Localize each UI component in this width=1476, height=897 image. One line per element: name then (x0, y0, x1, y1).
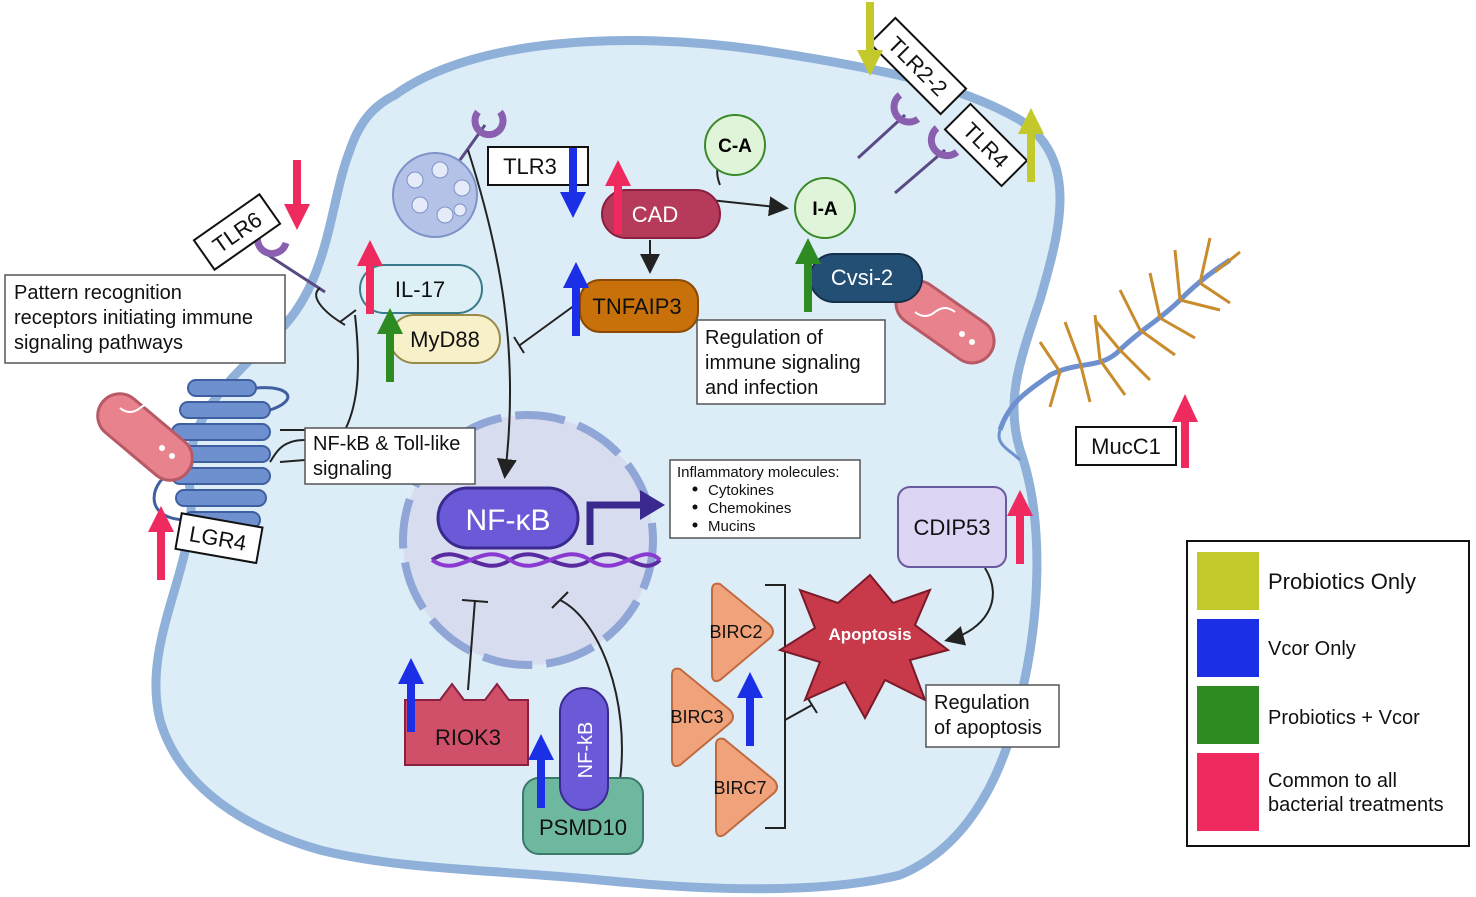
note-nfkb-toll-line2: signaling (313, 458, 392, 480)
note-reg-apop-line2: of apoptosis (934, 717, 1042, 739)
il17-label: IL-17 (395, 277, 445, 302)
expression-arrows (148, 2, 1198, 808)
note-reg-apop-line1: Regulation (934, 692, 1030, 714)
myd88-label: MyD88 (410, 327, 480, 352)
arrow-up-cad (605, 160, 631, 234)
cvsi2-label: Cvsi-2 (831, 265, 893, 290)
apoptosis-label: Apoptosis (828, 625, 911, 644)
legend-item: Common to all bacterial treatments (1197, 753, 1444, 831)
arrow-up-psmd10 (528, 734, 554, 808)
arrow-down-tlr6 (284, 160, 310, 230)
note-inflammatory-item: Cytokines (708, 482, 774, 499)
cad-label: CAD (632, 202, 678, 227)
node-il17: IL-17 (359, 264, 483, 314)
node-birc7: BIRC7 (713, 737, 778, 838)
riok3-label: RIOK3 (435, 725, 501, 750)
arrow-up-birc3 (737, 672, 763, 746)
node-nfkb: NF-κB (436, 486, 580, 550)
tlr4-receptor (894, 125, 960, 195)
nfkb-small-label: NF-kB (575, 722, 597, 779)
legend: Probiotics Only Vcor Only Probiotics + V… (1186, 540, 1470, 847)
arrow-up-cdip53 (1007, 490, 1033, 564)
legend-label: Vcor Only (1268, 638, 1356, 660)
birc2-label: BIRC2 (709, 622, 762, 642)
note-reg-immune-line3: and infection (705, 377, 818, 399)
tlr3-label: TLR3 (503, 154, 557, 179)
legend-swatch (1197, 686, 1259, 744)
birc7-label: BIRC7 (713, 778, 766, 798)
transcription-arrow-head (640, 490, 665, 520)
vesicle (392, 152, 478, 238)
note-inflammatory-title: Inflammatory molecules: (677, 464, 840, 481)
legend-item: Vcor Only (1197, 619, 1356, 677)
arrow-down-tlr3 (560, 148, 586, 218)
legend-label-line2: bacterial treatments (1268, 794, 1444, 816)
note-prr-line1: Pattern recognition (14, 282, 182, 304)
arrow-up-il17 (357, 240, 383, 314)
arrow-up-riok3 (398, 658, 424, 732)
mucc1-box: MucC1 (1075, 426, 1177, 466)
mucc1-label: MucC1 (1091, 434, 1161, 459)
note-reg-immune-line2: immune signaling (705, 352, 861, 374)
lgr4-box: LGR4 (174, 512, 264, 565)
bacterium-left (96, 392, 194, 482)
legend-swatch (1197, 552, 1259, 610)
psmd10-label: PSMD10 (539, 815, 627, 840)
legend-label: Common to all (1268, 770, 1397, 792)
note-inflammatory-item: Chemokines (708, 500, 791, 517)
legend-item: Probiotics + Vcor (1197, 686, 1420, 744)
note-regulation-immune: Regulation of immune signaling and infec… (696, 319, 886, 405)
tlr2-2-receptor (856, 92, 921, 160)
note-nfkb-toll-line1: NF-kB & Toll-like (313, 433, 460, 455)
legend-swatch (1197, 753, 1259, 831)
transcription-arrow (586, 501, 645, 545)
node-apoptosis: Apoptosis (777, 573, 951, 721)
arrow-down-tlr2-2 (857, 2, 883, 76)
cdip53-label: CDIP53 (913, 515, 990, 540)
node-riok3: RIOK3 (404, 682, 529, 766)
tlr6-box: TLR6 (192, 192, 282, 272)
connections (269, 149, 994, 829)
mucin (997, 237, 1241, 462)
note-inflammatory-item: Mucins (708, 518, 756, 535)
arrow-up-lgr4 (148, 506, 174, 580)
arrow-up-tnfaip3 (563, 262, 589, 336)
note-nfkb-toll: NF-kB & Toll-like signaling (304, 427, 476, 485)
node-ia: I-A (794, 177, 856, 239)
arrow-up-tlr4 (1018, 108, 1044, 182)
node-birc2: BIRC2 (709, 582, 774, 683)
node-ca: C-A (704, 114, 766, 176)
node-myd88: MyD88 (389, 314, 501, 364)
note-inflammatory: Inflammatory molecules: Cytokines Chemok… (669, 459, 861, 539)
note-prr: Pattern recognition receptors initiating… (4, 274, 286, 364)
note-prr-line3: signaling pathways (14, 332, 183, 354)
arrow-up-myd88 (377, 308, 403, 382)
note-reg-immune-line1: Regulation of (705, 327, 823, 349)
legend-swatch (1197, 619, 1259, 677)
tlr3-receptor (458, 109, 507, 161)
node-birc3: BIRC3 (670, 667, 734, 768)
node-cdip53: CDIP53 (897, 486, 1007, 568)
birc3-label: BIRC3 (670, 707, 723, 727)
legend-label: Probiotics + Vcor (1268, 707, 1420, 729)
node-cad: CAD (601, 189, 721, 239)
note-regulation-apoptosis: Regulation of apoptosis (925, 684, 1060, 748)
node-cvsi2: Cvsi-2 (809, 253, 923, 303)
tnfaip3-label: TNFAIP3 (592, 294, 681, 319)
note-prr-line2: receptors initiating immune (14, 307, 253, 329)
tlr4-box: TLR4 (943, 102, 1029, 188)
nfkb-label: NF-κB (466, 504, 551, 537)
dna (430, 552, 662, 568)
legend-label: Probiotics Only (1268, 569, 1416, 594)
ca-label: C-A (718, 136, 752, 157)
arrow-up-mucc1 (1172, 394, 1198, 468)
legend-item: Probiotics Only (1197, 552, 1416, 610)
node-nfkb-small: NF-kB (559, 687, 609, 811)
ia-label: I-A (812, 199, 838, 220)
node-tnfaip3: TNFAIP3 (579, 279, 699, 333)
arrow-up-cvsi2 (795, 238, 821, 312)
